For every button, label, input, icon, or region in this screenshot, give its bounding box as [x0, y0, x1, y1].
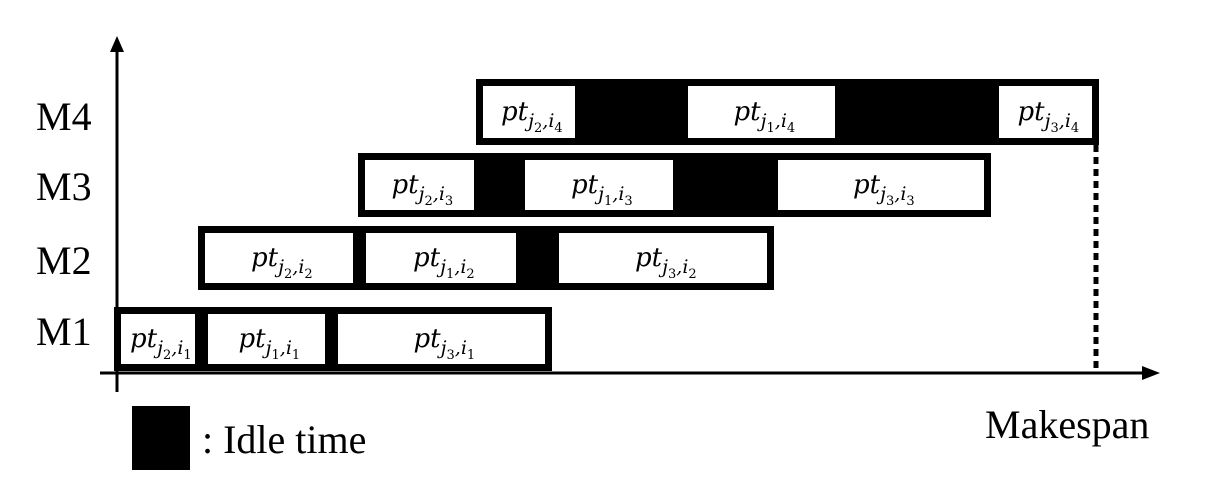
task-box-m1-j3: [338, 314, 545, 364]
task-box-m4-j3: [999, 86, 1092, 138]
machine-label-m4: M4: [36, 94, 92, 139]
task-label-m1-j3: ptj3,i1: [414, 324, 476, 363]
task-box-m3-j2: [365, 160, 474, 210]
y-axis-arrowhead: [110, 36, 124, 52]
machine-label-m1: M1: [36, 309, 92, 354]
task-label-m2-j1: ptj1,i2: [413, 243, 475, 282]
task-box-m2-j3: [559, 233, 767, 283]
task-label-m1-j1: ptj1,i1: [239, 324, 301, 363]
task-box-m1-j2: [121, 314, 195, 364]
task-label-m4-j3: ptj3,i4: [1018, 97, 1080, 136]
task-label-m1-j2: ptj2,i1: [130, 324, 192, 363]
task-label-m2-j2: ptj2,i2: [251, 243, 313, 282]
task-label-m2-j3: ptj3,i2: [635, 243, 697, 282]
task-box-m2-j1: [366, 233, 516, 283]
idle-time-legend-swatch: [132, 406, 190, 470]
idle-time-legend-label: : Idle time: [202, 417, 366, 462]
task-box-m4-j1: [688, 86, 835, 138]
task-label-m4-j2: ptj2,i4: [501, 97, 563, 136]
task-box-m3-j3: [778, 160, 984, 210]
x-axis-label: Makespan: [985, 402, 1149, 447]
task-box-m1-j1: [208, 314, 325, 364]
machine-label-m2: M2: [36, 238, 92, 283]
task-label-m3-j1: ptj1,i3: [571, 170, 633, 209]
task-box-m3-j1: [525, 160, 673, 210]
machine-label-m3: M3: [36, 164, 92, 209]
task-label-m4-j1: ptj1,i4: [734, 97, 796, 136]
task-box-m4-j2: [483, 86, 575, 138]
task-label-m3-j3: ptj3,i3: [853, 170, 915, 209]
task-label-m3-j2: ptj2,i3: [392, 170, 454, 209]
task-box-m2-j2: [205, 233, 353, 283]
x-axis-arrowhead: [1142, 366, 1160, 380]
gantt-bars: ptj2,i1 ptj1,i1 ptj3,i1 ptj2,i2 ptj1,i2 ptj3,…: [114, 79, 1099, 371]
